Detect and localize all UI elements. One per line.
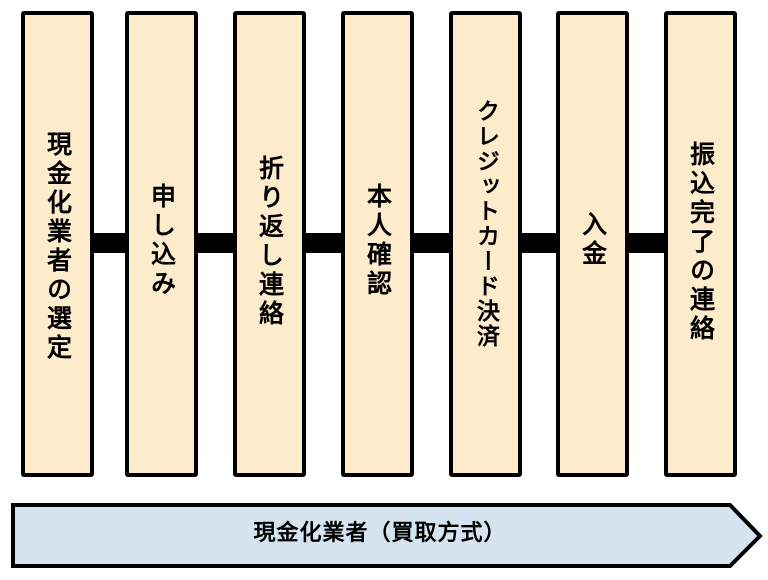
step-7-label: 振込完了の連絡 — [686, 141, 716, 344]
step-4-box: 本人確認 — [341, 11, 414, 477]
step-3-box: 折り返し連絡 — [233, 11, 306, 477]
arrow-label: 現金化業者（買取方式） — [253, 521, 507, 546]
step-6-label: 入金 — [578, 211, 608, 269]
step-2-label: 申し込み — [147, 183, 177, 299]
step-1-box: 現金化業者の選定 — [21, 11, 94, 477]
step-5-label: クレジットカード決済 — [472, 99, 499, 349]
step-4-label: 本人確認 — [363, 183, 393, 299]
step-5-box: クレジットカード決済 — [449, 11, 522, 477]
step-1-label: 現金化業者の選定 — [43, 131, 73, 363]
step-3-label: 折り返し連絡 — [255, 155, 285, 329]
step-6-box: 入金 — [556, 11, 629, 477]
step-2-box: 申し込み — [125, 11, 198, 477]
step-7-box: 振込完了の連絡 — [664, 11, 737, 477]
